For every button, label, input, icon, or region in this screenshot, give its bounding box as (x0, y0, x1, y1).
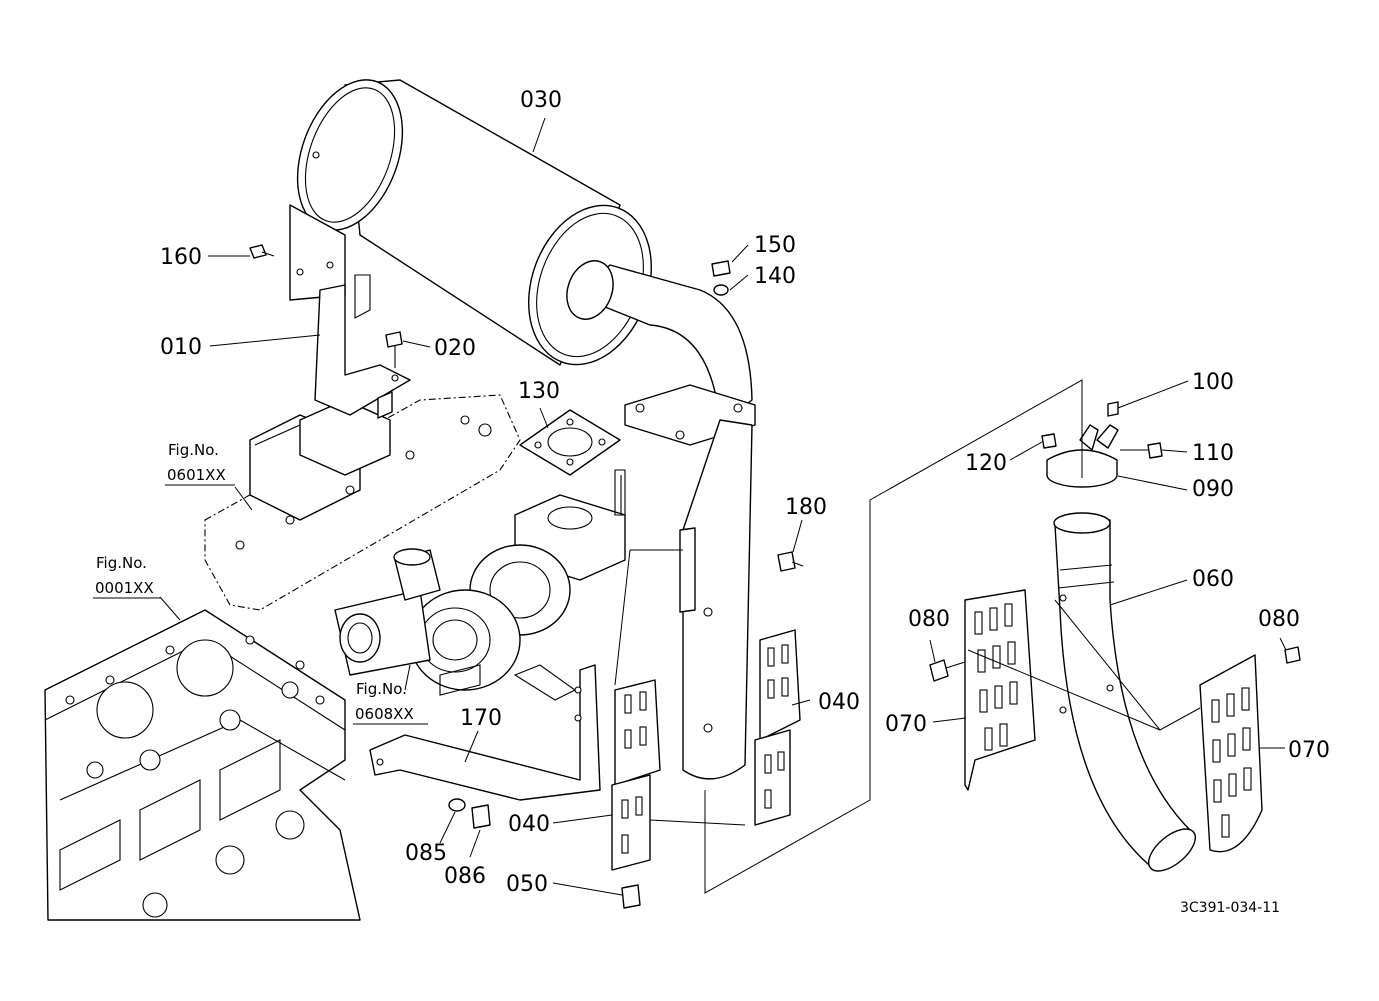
heat-shield-070-left (964, 589, 1036, 791)
label-150: 150 (754, 233, 796, 258)
label-070-right: 070 (1288, 738, 1330, 763)
heat-shield-040-lower (611, 679, 661, 871)
turbocharger-drawing (334, 494, 626, 696)
muffler-drawing (289, 79, 756, 446)
fig-ref-0608-code: 0608XX (355, 705, 414, 723)
gasket-130-drawing (519, 409, 626, 516)
bracket-010-drawing (314, 274, 411, 419)
label-110: 110 (1192, 441, 1234, 466)
label-085: 085 (405, 841, 447, 866)
label-130: 130 (518, 379, 560, 404)
fig-ref-0601-title: Fig.No. (168, 441, 219, 459)
label-010: 010 (160, 335, 202, 360)
label-080-left: 080 (908, 607, 950, 632)
label-140: 140 (754, 264, 796, 289)
figure-references: Fig.No. 0601XX Fig.No. 0001XX Fig.No. 06… (93, 441, 428, 725)
label-170: 170 (460, 706, 502, 731)
label-086: 086 (444, 864, 486, 889)
fastener-drawings (249, 244, 1301, 909)
leader-lines (159, 117, 1287, 896)
bracket-170-drawing (369, 664, 601, 801)
label-030: 030 (520, 88, 562, 113)
label-050: 050 (506, 872, 548, 897)
part-labels: 030 150 140 160 010 020 130 100 110 120 … (160, 88, 1330, 897)
label-120: 120 (965, 451, 1007, 476)
drawing-code: 3C391-034-11 (1180, 900, 1280, 916)
label-160: 160 (160, 245, 202, 270)
exhaust-manifold-drawing (204, 394, 521, 611)
fig-ref-0001-title: Fig.No. (96, 554, 147, 572)
tail-pipe-drawing (1053, 512, 1196, 872)
heat-shield-070-right (1199, 654, 1263, 853)
fig-ref-0001-code: 0001XX (95, 579, 154, 597)
fig-ref-0601-code: 0601XX (167, 466, 226, 484)
engine-block-drawing (44, 609, 361, 921)
assembly-lines (614, 379, 1201, 894)
fig-ref-0608-title: Fig.No. (356, 680, 407, 698)
label-080-right: 080 (1258, 607, 1300, 632)
label-040-upper: 040 (818, 690, 860, 715)
label-180: 180 (785, 495, 827, 520)
label-040-lower: 040 (508, 812, 550, 837)
label-070-left: 070 (885, 712, 927, 737)
heat-shield-040-upper (754, 629, 801, 826)
label-090: 090 (1192, 477, 1234, 502)
label-020: 020 (434, 336, 476, 361)
label-060: 060 (1192, 567, 1234, 592)
label-100: 100 (1192, 370, 1234, 395)
downpipe-drawing (679, 419, 753, 780)
